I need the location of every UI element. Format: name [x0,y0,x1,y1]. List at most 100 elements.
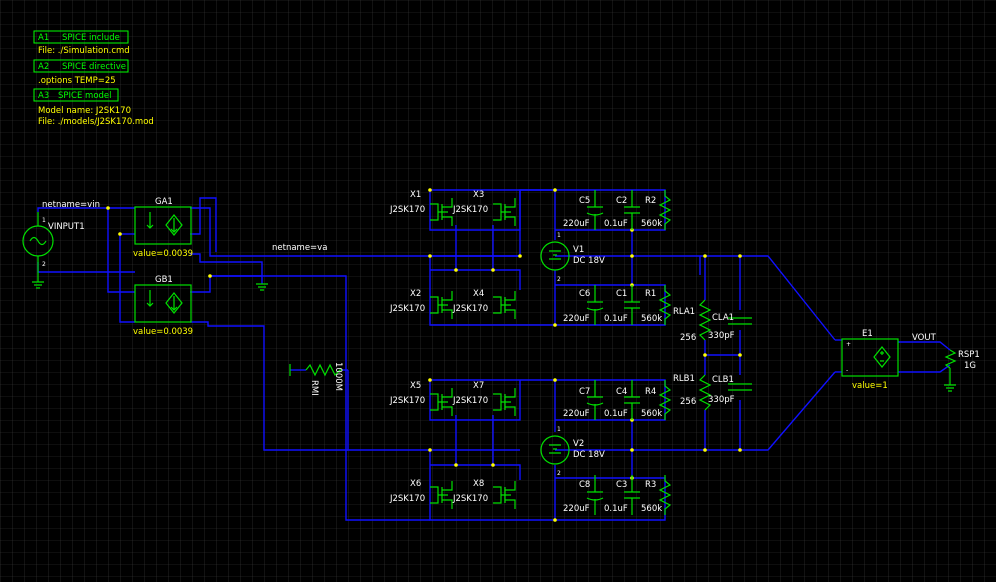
cap-c5-label: C5 [579,196,590,206]
cap-c7-value: 220uF [563,409,590,419]
directive-a2-id: A2 [38,62,49,72]
probe-rsp1-value: 1G [964,361,976,371]
directive-a1[interactable]: A1 SPICE include File: ./Simulation.cmd [33,30,130,56]
cap-cla1-value: 330pF [708,331,735,341]
passive-group: C5220uFC6220uFC7220uFC8220uFC20.1uFC10.1… [563,190,672,515]
vinput1-pin1: 1 [42,217,46,224]
directive-a3-title: SPICE model [58,91,112,101]
resistor-rmi[interactable]: RMI 1000M [289,362,343,396]
resistor-r2[interactable]: R2 560k [641,190,672,230]
jfet-x7-model: J2SK170 [452,396,488,406]
cap-clb1-label: CLB1 [712,375,734,385]
cap-c3-label: C3 [616,480,627,490]
resistor-r2-label: R2 [645,196,656,206]
svg-text:1: 1 [557,232,561,239]
jfet-x3-model: J2SK170 [452,205,488,215]
cap-clb1-value: 330pF [708,395,735,405]
junctions [106,188,742,522]
wires [37,189,951,521]
vsource-v1-label: V1 [573,245,584,255]
ground-symbol [256,283,268,291]
vsource-v2[interactable]: 1 2 V2 DC 18V [540,426,605,477]
cap-c6-value: 220uF [563,314,590,324]
vinput1-label: VINPUT1 [48,222,85,232]
vsource-v2-label: V2 [573,439,584,449]
cap-c2[interactable]: C20.1uF [604,190,640,230]
cap-c1-value: 0.1uF [604,314,628,324]
resistor-r2-value: 560k [641,219,662,229]
directive-a2-text: .options TEMP=25 [38,76,116,86]
cap-c8-label: C8 [579,480,590,490]
directive-a3-text: Model name: J2SK170 [38,106,131,116]
cap-c3[interactable]: C3 0.1uF [604,475,640,515]
vccs-gb1-label: GB1 [155,275,173,285]
vccs-gb1[interactable]: GB1 value=0.0039 [133,275,193,337]
cap-c4-label: C4 [616,387,627,397]
directive-a3-text2: File: ./models/J2SK170.mod [38,117,154,127]
vcvs-e1[interactable]: + - E1 value=1 [841,329,899,391]
resistor-rmi-label: RMI [309,380,319,396]
cap-c7[interactable]: C7 220uF [563,380,604,420]
cap-clb1[interactable]: CLB1 330pF [708,375,752,405]
cap-cla1-label: CLA1 [712,313,734,323]
vcvs-e1-value: value=1 [852,381,888,391]
jfet-x4-label: X4 [473,289,484,299]
load-rla1-label: RLA1 [673,307,695,317]
jfet-group: X1J2SK170X3J2SK170X2J2SK170X4J2SK170X5J2… [389,190,516,509]
directive-a2-title: SPICE directive [62,62,126,72]
netname-vin: netname=vin [42,200,100,210]
vsource-v1[interactable]: 1 2 V1 DC 18V [540,232,605,283]
cap-c2-value: 0.1uF [604,219,628,229]
resistor-r4-label: R4 [645,387,656,397]
probe-rsp1[interactable]: RSP1 1G [944,349,980,392]
cap-c8[interactable]: C8 220uF [563,475,604,515]
load-rlb1-value: 256 [680,397,696,407]
cap-c3-value: 0.1uF [604,504,628,514]
directive-a1-title: SPICE include [62,33,120,43]
cap-c8-value: 220uF [563,504,590,514]
load-rla1[interactable]: RLA1 256 [673,299,712,343]
cap-c4[interactable]: C4 0.1uF [604,380,640,420]
jfet-x5-model: J2SK170 [389,396,425,406]
resistor-r3-value: 560k [641,504,662,514]
directive-a3[interactable]: A3 SPICE model Model name: J2SK170 File:… [33,88,154,127]
resistor-rmi-value: 1000M [333,362,343,391]
vinput1-source[interactable]: 1 2 VINPUT1 [22,212,85,289]
cap-c7-label: C7 [579,387,590,397]
svg-text:2: 2 [557,470,561,477]
jfet-x8-model: J2SK170 [452,494,488,504]
jfet-x6-model: J2SK170 [389,494,425,504]
net-vout: VOUT [912,333,937,343]
cap-cla1[interactable]: CLA1 330pF [708,313,752,341]
jfet-x6-label: X6 [410,479,421,489]
netname-va: netname=va [272,243,327,253]
cap-c4-value: 0.1uF [604,409,628,419]
jfet-x7-label: X7 [473,381,484,391]
cap-c1[interactable]: C10.1uF [604,285,640,325]
vccs-ga1-label: GA1 [155,197,173,207]
jfet-x2-label: X2 [410,289,421,299]
jfet-x1-label: X1 [410,190,421,200]
probe-rsp1-label: RSP1 [958,350,980,360]
load-rlb1[interactable]: RLB1 256 [673,374,712,411]
svg-text:+: + [846,341,851,348]
vccs-ga1[interactable]: GA1 value=0.0039 [133,197,193,259]
directive-a1-id: A1 [38,33,49,43]
vsource-v2-value: DC 18V [573,450,605,460]
directive-a3-id: A3 [38,91,49,101]
directive-a2[interactable]: A2 SPICE directive .options TEMP=25 [33,59,129,86]
